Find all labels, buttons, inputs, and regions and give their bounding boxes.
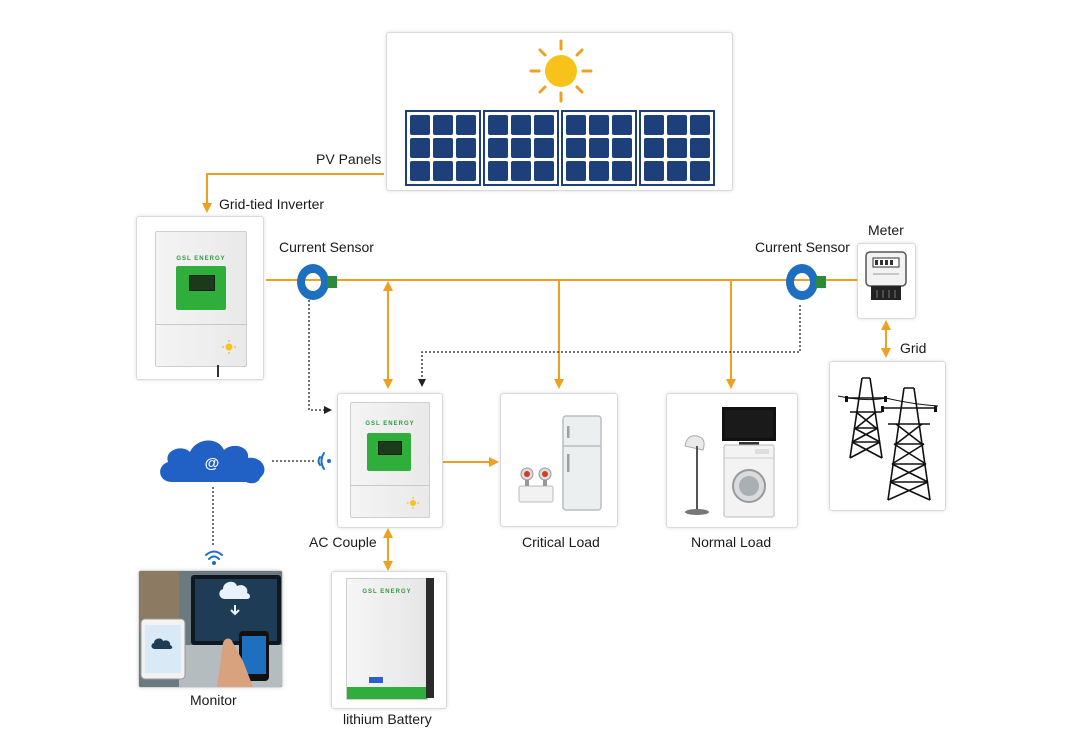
tv-icon — [722, 407, 776, 446]
lamp-icon — [684, 435, 709, 515]
solar-cell — [433, 115, 453, 135]
ac-couple-divider — [351, 485, 429, 486]
solar-cell — [612, 115, 632, 135]
battery-display — [369, 677, 383, 683]
wifi-icon — [205, 550, 223, 565]
battery-stripe — [347, 687, 427, 699]
solar-cell — [667, 115, 687, 135]
ac-couple-brand: GSL ENERGY — [365, 421, 415, 427]
solar-cell — [488, 115, 508, 135]
monitor-devices-icon — [139, 571, 282, 687]
grid-tied-inverter-card: GSL ENERGY — [136, 216, 264, 380]
pv-panels-label: PV Panels — [316, 151, 382, 167]
washing-machine-icon — [723, 444, 775, 518]
critical-load-card — [500, 393, 618, 527]
sun-icon — [529, 39, 593, 103]
solar-cell — [566, 161, 586, 181]
ac-couple-screen — [367, 433, 411, 471]
sun-icon — [407, 497, 419, 509]
solar-cell — [644, 115, 664, 135]
solar-cell — [534, 115, 554, 135]
solar-cell — [433, 161, 453, 181]
solar-cell — [566, 138, 586, 158]
solar-cell — [410, 161, 430, 181]
current-sensor-icon — [297, 264, 337, 300]
solar-cell — [566, 115, 586, 135]
inverter-divider — [156, 324, 246, 325]
solar-cell — [511, 161, 531, 181]
monitor-card — [138, 570, 283, 688]
solar-cell — [511, 138, 531, 158]
grid-card — [829, 361, 946, 511]
ac-couple-card: GSL ENERGY — [337, 393, 443, 528]
solar-cell — [433, 138, 453, 158]
inverter-brand: GSL ENERGY — [176, 256, 226, 262]
fridge-icon — [562, 415, 602, 511]
solar-cell — [589, 138, 609, 158]
solar-cell — [644, 161, 664, 181]
solar-cell — [589, 161, 609, 181]
solar-cell — [410, 115, 430, 135]
current-sensor-left-label: Current Sensor — [279, 239, 374, 255]
solar-cell — [612, 138, 632, 158]
lithium-battery-card: GSL ENERGY — [331, 571, 447, 709]
meter-label: Meter — [868, 222, 904, 238]
solar-cell — [534, 161, 554, 181]
pv-panels-card — [386, 32, 733, 191]
solar-cell — [534, 138, 554, 158]
sensor-right-signal — [418, 305, 801, 387]
sensor-left-signal — [308, 300, 332, 414]
solar-cell — [410, 138, 430, 158]
solar-cell — [644, 138, 664, 158]
solar-cell — [511, 115, 531, 135]
solar-cell — [612, 161, 632, 181]
solar-cell — [589, 115, 609, 135]
critical-load-label: Critical Load — [522, 534, 600, 550]
sun-icon — [222, 340, 236, 354]
solar-cell — [690, 138, 710, 158]
cloud-symbol: @ — [205, 455, 220, 472]
grid-label: Grid — [900, 340, 927, 356]
cloud-icon: @ — [160, 440, 265, 484]
meter-card — [857, 243, 916, 319]
solar-cell — [690, 161, 710, 181]
ac-couple-label: AC Couple — [309, 534, 377, 550]
solar-cell — [488, 138, 508, 158]
current-sensor-right-label: Current Sensor — [755, 239, 850, 255]
inverter-screen — [176, 266, 226, 310]
battery-body: GSL ENERGY — [346, 578, 428, 700]
inverter-body: GSL ENERGY — [155, 231, 247, 367]
solar-panel-icon — [405, 110, 715, 186]
solar-cell — [456, 161, 476, 181]
emergency-light-icon — [518, 467, 554, 503]
lithium-battery-label: lithium Battery — [343, 711, 432, 727]
normal-load-card — [666, 393, 798, 528]
ac-couple-body: GSL ENERGY — [350, 402, 430, 518]
current-sensor-icon — [786, 264, 826, 300]
battery-brand: GSL ENERGY — [362, 589, 412, 595]
solar-cell — [488, 161, 508, 181]
solar-cell — [456, 138, 476, 158]
pv-to-inverter-line — [202, 173, 384, 213]
battery-side-panel — [426, 578, 434, 698]
solar-cell — [690, 115, 710, 135]
solar-cell — [667, 138, 687, 158]
electric-meter-icon — [865, 251, 907, 300]
solar-cell — [667, 161, 687, 181]
transmission-tower-icon — [837, 377, 939, 501]
monitor-label: Monitor — [190, 692, 237, 708]
solar-cell — [456, 115, 476, 135]
grid-tied-inverter-label: Grid-tied Inverter — [219, 196, 325, 212]
normal-load-label: Normal Load — [691, 534, 772, 550]
inverter-cable — [217, 365, 219, 377]
wifi-icon — [317, 452, 331, 470]
